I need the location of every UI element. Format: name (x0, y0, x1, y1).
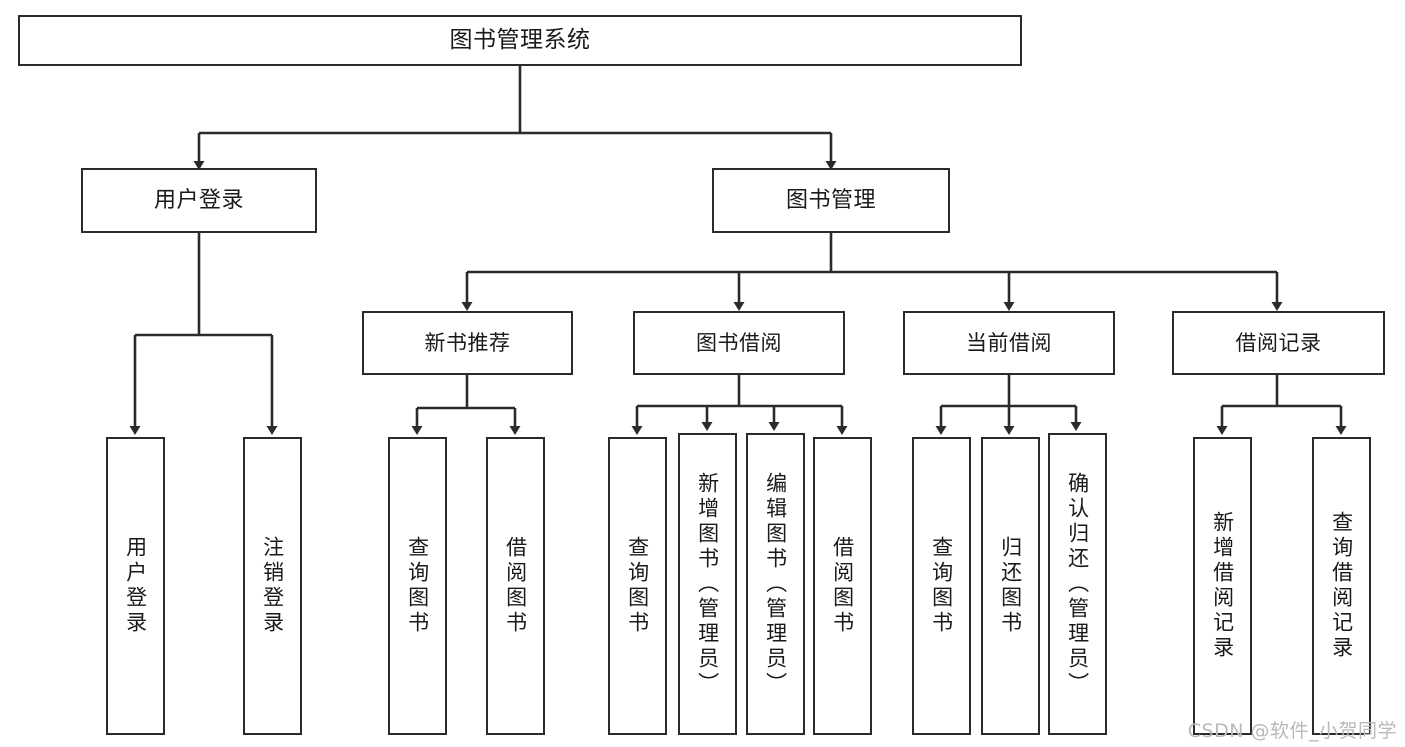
node-book-borrow[interactable]: 图书借阅 (633, 311, 845, 375)
leaf-add-book[interactable]: 新增图书（管理员） (678, 433, 737, 735)
leaf-edit-book[interactable]: 编辑图书（管理员） (746, 433, 805, 735)
leaf-add-record[interactable]: 新增借阅记录 (1193, 437, 1252, 735)
leaf-query-book-2[interactable]: 查询图书 (608, 437, 667, 735)
leaf-query-book-1[interactable]: 查询图书 (388, 437, 447, 735)
node-new-book-recommend[interactable]: 新书推荐 (362, 311, 573, 375)
node-root[interactable]: 图书管理系统 (18, 15, 1022, 66)
leaf-query-record[interactable]: 查询借阅记录 (1312, 437, 1371, 735)
node-current-borrow[interactable]: 当前借阅 (903, 311, 1115, 375)
leaf-return-book[interactable]: 归还图书 (981, 437, 1040, 735)
node-borrow-record[interactable]: 借阅记录 (1172, 311, 1385, 375)
leaf-borrow-book-2[interactable]: 借阅图书 (813, 437, 872, 735)
leaf-user-login[interactable]: 用户登录 (106, 437, 165, 735)
leaf-query-book-3[interactable]: 查询图书 (912, 437, 971, 735)
node-book-manage[interactable]: 图书管理 (712, 168, 950, 233)
node-user-login[interactable]: 用户登录 (81, 168, 317, 233)
watermark-text: CSDN @软件_小贺同学 (1187, 720, 1397, 742)
leaf-user-logout[interactable]: 注销登录 (243, 437, 302, 735)
leaf-borrow-book-1[interactable]: 借阅图书 (486, 437, 545, 735)
leaf-confirm-return[interactable]: 确认归还（管理员） (1048, 433, 1107, 735)
